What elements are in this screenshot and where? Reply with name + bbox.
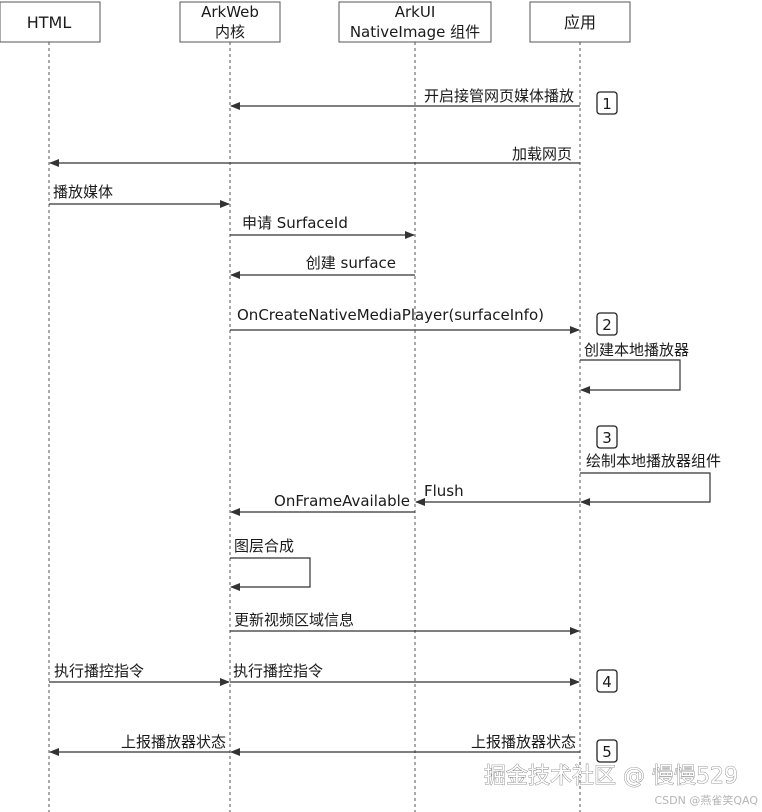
step-marker-1-label: 1	[602, 95, 612, 113]
watermark-sub: CSDN @燕雀笑QAQ	[654, 793, 758, 807]
step-marker-4: 4	[596, 669, 618, 693]
message-label-0: 开启接管网页媒体播放	[424, 87, 574, 105]
message-label-5: OnCreateNativeMediaPlayer(surfaceInfo)	[237, 306, 544, 324]
step-marker-4-label: 4	[602, 673, 612, 691]
participant-arkweb-label-1: ArkWeb	[201, 3, 259, 21]
message-label-6: 创建本地播放器	[584, 341, 689, 359]
step-marker-1: 1	[596, 91, 618, 115]
message-label-9: OnFrameAvailable	[274, 492, 410, 510]
message-label-14: 上报播放器状态	[471, 733, 576, 751]
message-arrow-6	[580, 359, 681, 394]
participant-nativeimage-label-2: NativeImage 组件	[350, 23, 480, 41]
participant-nativeimage: ArkUI NativeImage 组件	[338, 1, 492, 43]
message-label-3: 申请 SurfaceId	[242, 214, 348, 232]
message-label-2: 播放媒体	[53, 183, 113, 201]
participant-app: 应用	[529, 1, 631, 43]
message-label-12: 执行播控指令	[54, 662, 144, 680]
participant-arkweb-label-2: 内核	[215, 23, 245, 41]
message-label-4: 创建 surface	[306, 254, 396, 272]
step-marker-3: 3	[596, 425, 618, 449]
step-marker-5: 5	[596, 739, 618, 763]
message-label-10: 图层合成	[234, 537, 294, 555]
step-marker-2: 2	[596, 312, 618, 336]
message-arrow-10	[230, 557, 311, 591]
message-label-13: 执行播控指令	[233, 662, 323, 680]
message-label-15: 上报播放器状态	[121, 733, 226, 751]
participant-html-label: HTML	[27, 13, 72, 32]
step-marker-5-label: 5	[602, 743, 612, 761]
participant-nativeimage-label-1: ArkUI	[395, 3, 436, 21]
participant-arkweb: ArkWeb 内核	[179, 1, 281, 43]
participant-html: HTML	[0, 1, 101, 43]
message-label-11: 更新视频区域信息	[234, 611, 354, 629]
message-label-8: Flush	[424, 482, 464, 500]
watermark-main: 掘金技术社区 @ 慢慢529	[484, 764, 738, 789]
step-marker-3-label: 3	[602, 429, 612, 447]
message-label-1: 加载网页	[512, 145, 572, 163]
message-label-7: 绘制本地播放器组件	[586, 452, 721, 470]
participant-app-label: 应用	[564, 13, 596, 32]
step-marker-2-label: 2	[602, 316, 612, 334]
message-arrow-7	[580, 472, 711, 506]
